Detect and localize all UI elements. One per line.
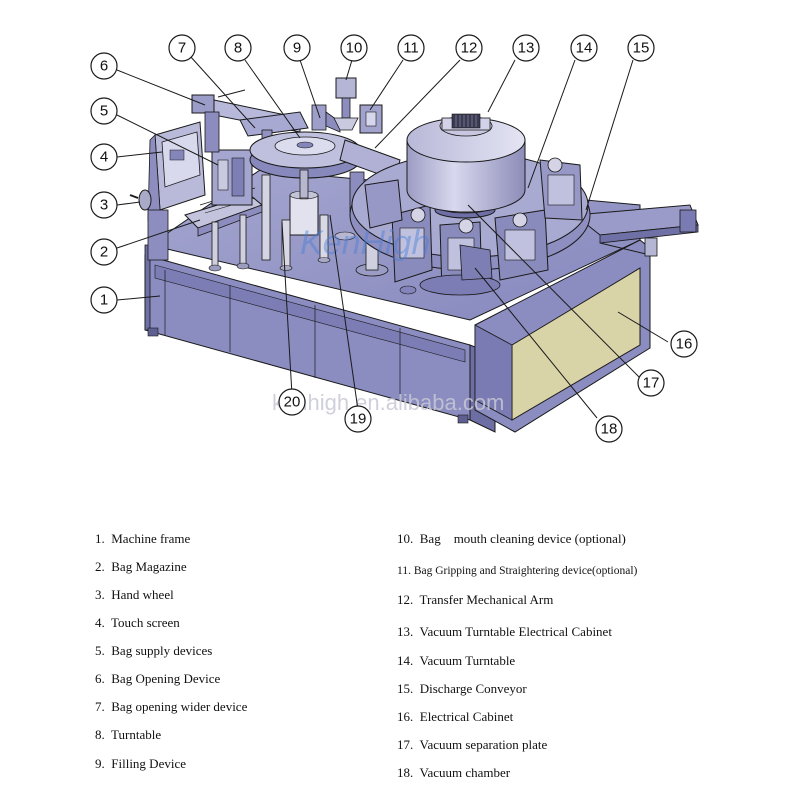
callout-circle	[90, 52, 118, 80]
callout-18: 18	[595, 415, 623, 443]
callout-8: 8	[224, 34, 252, 62]
brand-watermark: KenHigh	[300, 224, 430, 262]
turntable	[249, 131, 361, 261]
callout-circle	[90, 238, 118, 266]
callout-number: 6	[100, 58, 108, 75]
callout-number: 11	[403, 40, 419, 57]
callout-number: 17	[643, 375, 660, 392]
callout-number: 20	[284, 394, 301, 411]
callouts: 1 2 3 4 5 6 7 8 9 10 11 12 13 14 15 16 1…	[90, 34, 698, 443]
callout-10: 10	[340, 34, 368, 62]
callout-6: 6	[90, 52, 118, 80]
callout-number: 10	[346, 40, 363, 57]
callout-circle	[595, 415, 623, 443]
callout-circle	[570, 34, 598, 62]
callout-number: 7	[178, 40, 186, 57]
callout-number: 8	[234, 40, 242, 57]
callout-number: 9	[293, 40, 301, 57]
callout-17: 17	[637, 369, 665, 397]
vacuum-turntable-electrical-cabinet	[406, 113, 526, 213]
callout-number: 4	[100, 149, 108, 166]
callout-number: 19	[350, 411, 367, 428]
callout-number: 13	[518, 40, 535, 57]
callout-circle	[168, 34, 196, 62]
hand-wheel	[129, 189, 152, 211]
callout-circle	[283, 34, 311, 62]
callout-circle	[90, 143, 118, 171]
callout-16: 16	[670, 330, 698, 358]
callout-number: 14	[576, 40, 593, 57]
callout-circle	[90, 97, 118, 125]
discharge-conveyor	[573, 204, 699, 257]
callout-number: 2	[100, 244, 108, 261]
vacuum-chamber	[459, 244, 493, 281]
callout-1: 1	[90, 286, 118, 314]
callout-15: 15	[627, 34, 655, 62]
callout-number: 15	[633, 40, 650, 57]
callout-number: 12	[461, 40, 478, 57]
callout-circle	[670, 330, 698, 358]
callout-5: 5	[90, 97, 118, 125]
callout-circle	[340, 34, 368, 62]
callout-14: 14	[570, 34, 598, 62]
callout-12: 12	[455, 34, 483, 62]
callout-circle	[627, 34, 655, 62]
callout-19: 19	[344, 405, 372, 433]
bag-gripping-device	[359, 104, 383, 134]
site-watermark: kenhigh.en.alibaba.com	[272, 390, 504, 415]
callout-circle	[512, 34, 540, 62]
callout-4: 4	[90, 143, 118, 171]
callout-circle	[397, 34, 425, 62]
callout-number: 18	[601, 421, 618, 438]
callout-3: 3	[90, 191, 118, 219]
callout-circle	[224, 34, 252, 62]
bag-supply-devices	[211, 149, 253, 206]
callout-circle	[455, 34, 483, 62]
callout-circle	[637, 369, 665, 397]
callout-2: 2	[90, 238, 118, 266]
callout-7: 7	[168, 34, 196, 62]
callout-circle	[344, 405, 372, 433]
callout-number: 16	[676, 336, 693, 353]
callout-number: 1	[100, 292, 108, 309]
electrical-cabinet	[474, 239, 651, 433]
bag-mouth-cleaning-device	[333, 77, 359, 131]
callout-20: 20	[278, 388, 306, 416]
callout-circle	[90, 286, 118, 314]
callout-13: 13	[512, 34, 540, 62]
callout-circle	[90, 191, 118, 219]
support-columns	[279, 214, 356, 271]
callout-circle	[278, 388, 306, 416]
touch-screen	[147, 121, 206, 261]
callout-number: 3	[100, 197, 108, 214]
leader-lines	[116, 55, 669, 419]
filling-device	[311, 104, 341, 133]
callout-9: 9	[283, 34, 311, 62]
callout-number: 5	[100, 103, 108, 120]
callout-11: 11	[397, 34, 425, 62]
